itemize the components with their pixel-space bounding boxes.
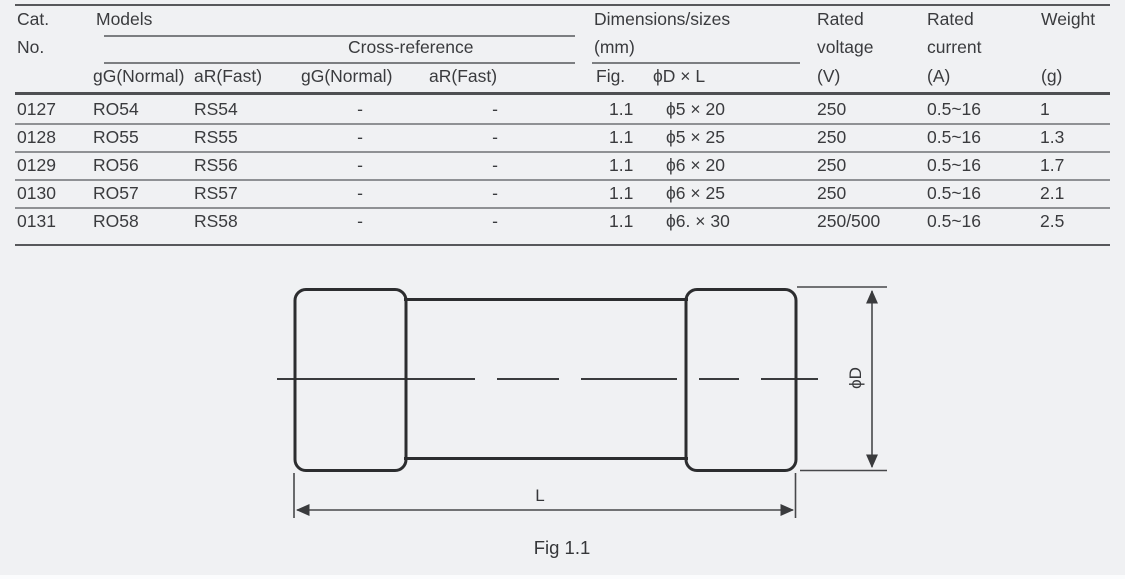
table-row: 0129 RO56 RS56 - - 1.1 ϕ6 × 20 250 0.5~1… xyxy=(0,151,1125,179)
cell-cross-gg: - xyxy=(357,155,363,175)
cell-cross-gg: - xyxy=(357,211,363,231)
cell-cat: 0130 xyxy=(17,183,56,203)
fuse-left-cap xyxy=(293,288,408,472)
cell-dxl: ϕ6. × 30 xyxy=(666,211,730,231)
cell-weight: 2.5 xyxy=(1040,211,1065,231)
cell-current: 0.5~16 xyxy=(927,99,982,119)
subheader-dxl: ϕD × L xyxy=(653,66,706,86)
cell-fig: 1.1 xyxy=(609,127,634,147)
table-row: 0131 RO58 RS58 - - 1.1 ϕ6. × 30 250/500 … xyxy=(0,207,1125,244)
cell-voltage: 250 xyxy=(817,99,847,119)
cell-voltage: 250/500 xyxy=(817,211,881,231)
cell-current: 0.5~16 xyxy=(927,127,982,147)
cell-cat: 0131 xyxy=(17,211,56,231)
subheader-cross-ar: aR(Fast) xyxy=(429,66,498,86)
cell-weight: 1.3 xyxy=(1040,127,1065,147)
table-row: 0127 RO54 RS54 - - 1.1 ϕ5 × 20 250 0.5~1… xyxy=(0,95,1125,123)
header-rated-voltage-1: Rated xyxy=(817,9,864,29)
cell-model-ar: RS57 xyxy=(194,183,238,203)
subheader-fig: Fig. xyxy=(596,66,626,86)
cell-model-gg: RO54 xyxy=(93,99,139,119)
cell-dxl: ϕ6 × 25 xyxy=(666,183,725,203)
cell-current: 0.5~16 xyxy=(927,211,982,231)
cell-cross-ar: - xyxy=(492,155,498,175)
header-cross-reference: Cross-reference xyxy=(348,37,474,57)
subheader-models-ar: aR(Fast) xyxy=(194,66,263,86)
header-cat: Cat. xyxy=(17,9,50,29)
cell-weight: 1.7 xyxy=(1040,155,1065,175)
header-models: Models xyxy=(96,9,153,29)
cell-fig: 1.1 xyxy=(609,155,634,175)
header-dimensions-unit: (mm) xyxy=(594,37,635,57)
cell-cross-ar: - xyxy=(492,211,498,231)
header-dimensions: Dimensions/sizes xyxy=(594,9,731,29)
cell-model-ar: RS56 xyxy=(194,155,238,175)
cell-model-ar: RS54 xyxy=(194,99,238,119)
header-rated-current-2: current xyxy=(927,37,982,57)
header-weight: Weight xyxy=(1041,9,1096,29)
row-separator xyxy=(15,179,1110,181)
cell-cross-gg: - xyxy=(357,127,363,147)
cell-cross-ar: - xyxy=(492,183,498,203)
cell-model-gg: RO58 xyxy=(93,211,139,231)
cell-model-gg: RO55 xyxy=(93,127,139,147)
cell-dxl: ϕ5 × 25 xyxy=(666,127,725,147)
subheader-cross-gg: gG(Normal) xyxy=(301,66,393,86)
cell-cat: 0128 xyxy=(17,127,56,147)
cell-weight: 2.1 xyxy=(1040,183,1065,203)
table-row: 0130 RO57 RS57 - - 1.1 ϕ6 × 25 250 0.5~1… xyxy=(0,179,1125,207)
cell-model-gg: RO56 xyxy=(93,155,139,175)
cell-model-ar: RS58 xyxy=(194,211,238,231)
cell-voltage: 250 xyxy=(817,183,847,203)
length-dimension-label: L xyxy=(535,486,544,505)
cell-fig: 1.1 xyxy=(609,183,634,203)
models-group-underline xyxy=(104,35,575,37)
header-rated-voltage-unit: (V) xyxy=(817,66,841,86)
header-rated-current-1: Rated xyxy=(927,9,974,29)
cell-current: 0.5~16 xyxy=(927,155,982,175)
header-rated-voltage-2: voltage xyxy=(817,37,874,57)
row-separator xyxy=(15,207,1110,209)
cross-reference-underline xyxy=(104,62,575,64)
header-bottom-border xyxy=(15,92,1110,95)
cell-cat: 0127 xyxy=(17,99,56,119)
row-separator xyxy=(15,151,1110,153)
fuse-right-cap xyxy=(684,288,798,472)
cell-cross-ar: - xyxy=(492,127,498,147)
table-top-border xyxy=(15,4,1110,6)
row-separator xyxy=(15,123,1110,125)
cell-voltage: 250 xyxy=(817,155,847,175)
page-bottom-edge xyxy=(0,575,1125,579)
subheader-models-gg: gG(Normal) xyxy=(93,66,185,86)
cell-weight: 1 xyxy=(1040,99,1050,119)
cell-cross-gg: - xyxy=(357,183,363,203)
cell-fig: 1.1 xyxy=(609,211,634,231)
cell-cat: 0129 xyxy=(17,155,56,175)
cell-dxl: ϕ5 × 20 xyxy=(666,99,725,119)
cell-fig: 1.1 xyxy=(609,99,634,119)
dimensions-underline xyxy=(592,62,800,64)
diameter-dimension-label: ϕD xyxy=(846,367,865,389)
cell-cross-gg: - xyxy=(357,99,363,119)
cell-dxl: ϕ6 × 20 xyxy=(666,155,725,175)
table-bottom-border xyxy=(15,244,1110,246)
table-row: 0128 RO55 RS55 - - 1.1 ϕ5 × 25 250 0.5~1… xyxy=(0,123,1125,151)
figure-caption: Fig 1.1 xyxy=(534,537,591,558)
header-no: No. xyxy=(17,37,45,57)
cell-cross-ar: - xyxy=(492,99,498,119)
header-rated-current-unit: (A) xyxy=(927,66,951,86)
cell-voltage: 250 xyxy=(817,127,847,147)
cell-model-gg: RO57 xyxy=(93,183,139,203)
header-weight-unit: (g) xyxy=(1041,66,1063,86)
cell-current: 0.5~16 xyxy=(927,183,982,203)
cell-model-ar: RS55 xyxy=(194,127,238,147)
